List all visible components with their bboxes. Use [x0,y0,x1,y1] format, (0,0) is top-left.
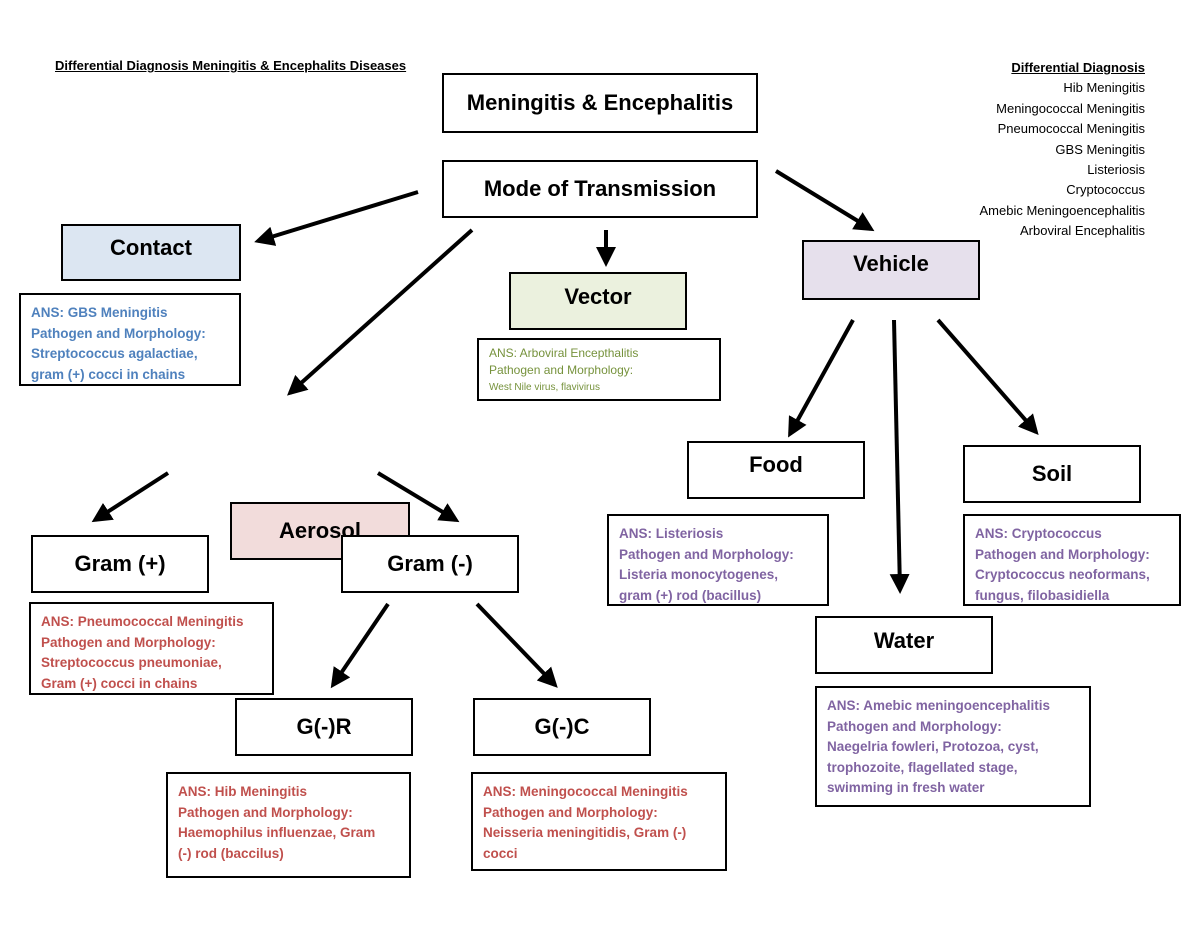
dd-item: Amebic Meningoencephalitis [979,202,1145,218]
node-water: Water [815,616,993,674]
arrow-to-gnr [330,602,390,689]
ans-line: Haemophilus influenzae, Gram [178,825,376,840]
page-title: Differential Diagnosis Meningitis & Ence… [55,58,407,73]
ans-line: Pathogen and Morphology: [41,634,216,650]
dd-item: Listeriosis [1087,162,1145,178]
dd-item: Cryptococcus [1066,182,1145,198]
ans-line: gram (+) rod (bacillus) [619,587,762,603]
ans-line: ANS: GBS Meningitis [31,305,168,320]
node-meningitis-encephalitis: Meningitis & Encephalitis [442,73,758,133]
ans-line: Pathogen and Morphology: [975,546,1150,562]
node-gram-negative-rod: G(-)R [235,698,413,756]
arrow-to-soil [936,318,1039,436]
answer-gram-positive: ANS: Pneumococcal Meningitis Pathogen an… [29,602,274,695]
ans-line: ANS: Listeriosis [619,526,724,541]
ans-line: Streptococcus agalactiae, [31,346,198,361]
ans-line: swimming in fresh water [827,780,985,795]
ans-line: Pathogen and Morphology: [489,363,634,377]
dd-item: Arboviral Encephalitis [1019,223,1145,239]
ans-line: Streptococcus pneumoniae, [41,655,222,670]
answer-soil: ANS: Cryptococcus Pathogen and Morpholog… [963,514,1181,606]
ans-line: (-) rod (baccilus) [178,845,284,861]
ans-line: Pathogen and Morphology: [178,804,353,820]
arrow-to-gram-neg [376,471,460,523]
ans-line: trophozoite, flagellated stage, [827,759,1018,775]
ans-line: Naegelria fowleri, Protozoa, cyst, [827,739,1039,754]
arrow-to-gnc [475,602,558,688]
ans-line: West Nile virus, flavivirus [489,382,600,393]
ans-line: ANS: Arboviral Encepthalitis [489,346,639,360]
ans-line: gram (+) cocci in chains [31,366,186,382]
ans-line: Pathogen and Morphology: [483,804,658,820]
answer-water: ANS: Amebic meningoencephalitis Pathogen… [815,686,1091,807]
ans-line: ANS: Cryptococcus [975,526,1102,541]
answer-vector: ANS: Arboviral Encepthalitis Pathogen an… [477,338,721,401]
answer-gram-negative-rod: ANS: Hib Meningitis Pathogen and Morphol… [166,772,411,878]
node-soil: Soil [963,445,1141,503]
answer-contact: ANS: GBS Meningitis Pathogen and Morphol… [19,293,241,386]
ans-line: Pathogen and Morphology: [827,718,1002,734]
differential-diagnosis-heading: Differential Diagnosis [1011,60,1145,75]
node-contact: Contact [61,224,241,281]
ans-line: fungus, filobasidiella [975,587,1110,603]
dd-item: GBS Meningitis [1055,141,1145,157]
answer-food: ANS: Listeriosis Pathogen and Morphology… [607,514,829,606]
ans-line: ANS: Hib Meningitis [178,784,307,799]
dd-item: Meningococcal Meningitis [996,100,1145,116]
ans-line: ANS: Meningococcal Meningitis [483,784,688,799]
ans-line: Gram (+) cocci in chains [41,675,198,691]
answer-gram-negative-cocci: ANS: Meningococcal Meningitis Pathogen a… [471,772,727,871]
arrow-to-aerosol [287,228,474,396]
node-gram-negative: Gram (-) [341,535,519,593]
node-gram-positive: Gram (+) [31,535,209,593]
node-vehicle: Vehicle [802,240,980,300]
arrow-to-water [889,319,910,594]
ans-line: Pathogen and Morphology: [619,546,794,562]
node-food: Food [687,441,865,499]
ans-line: cocci [483,845,518,861]
ans-line: Listeria monocytogenes, [619,567,779,582]
node-vector: Vector [509,272,687,330]
dd-item: Pneumococcal Meningitis [997,121,1145,137]
ans-line: ANS: Amebic meningoencephalitis [827,698,1051,713]
ans-line: Neisseria meningitidis, Gram (-) [483,825,687,840]
node-gram-negative-cocci: G(-)C [473,698,651,756]
differential-diagnosis-list: Differential Diagnosis Hib Meningitis Me… [980,58,1145,242]
ans-line: Cryptococcus neoformans, [975,567,1150,582]
arrow-to-food [788,319,855,438]
arrow-to-gram-pos [91,471,170,523]
node-mode-of-transmission: Mode of Transmission [442,160,758,218]
ans-line: ANS: Pneumococcal Meningitis [41,614,244,629]
dd-item: Hib Meningitis [1063,80,1145,96]
ans-line: Pathogen and Morphology: [31,325,206,341]
arrow-to-contact [254,190,419,246]
arrow-to-vehicle [774,169,875,232]
